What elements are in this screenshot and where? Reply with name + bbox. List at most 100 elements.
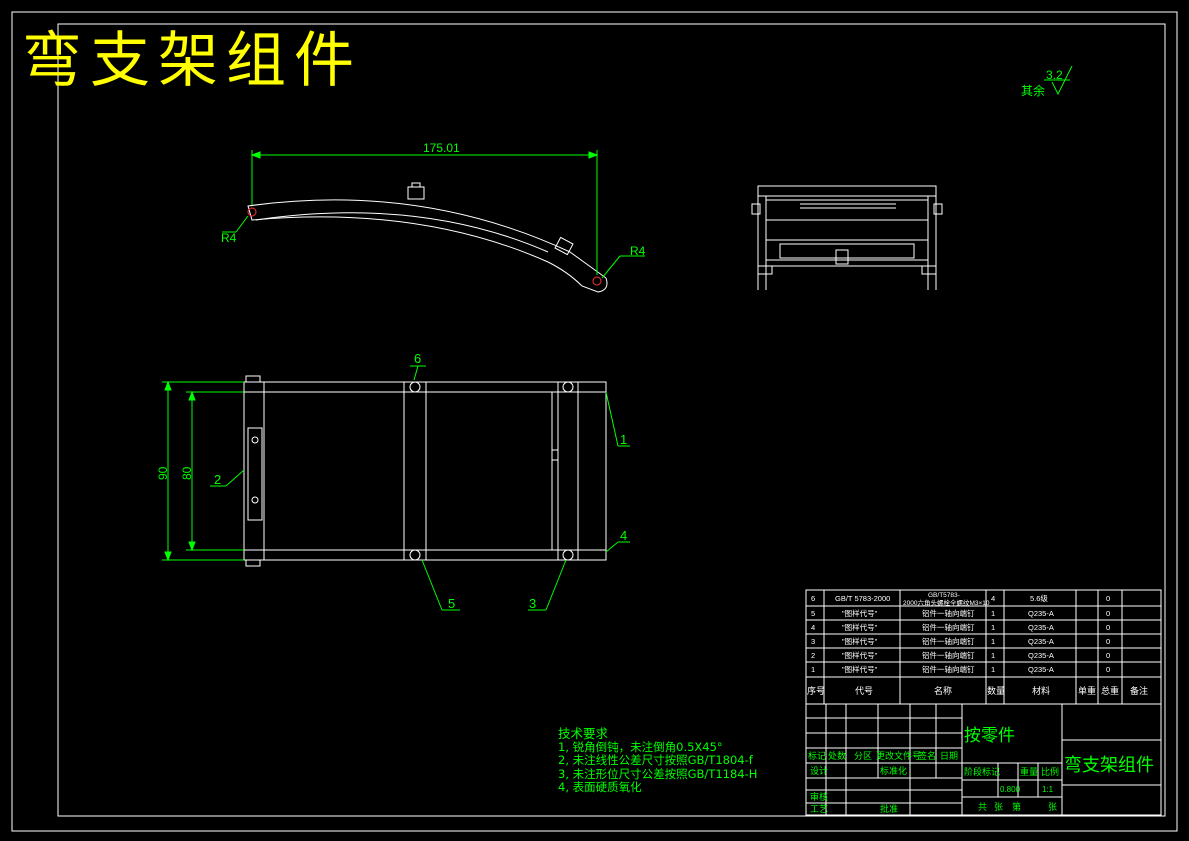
tb-design: 设计 (810, 765, 828, 776)
plan-view (243, 375, 607, 567)
bom-header: 序号 代号 名称 数量 材料 单重 总重 备注 (807, 685, 1148, 696)
drawing-title: 弯支架组件 (22, 26, 362, 96)
tb-signature: 签名 (918, 750, 936, 761)
side-view (751, 185, 943, 290)
bom-header-unit-weight: 单重 (1078, 685, 1096, 696)
tb-approve: 批准 (880, 803, 898, 814)
center-mark-left (247, 207, 257, 217)
surface-roughness-value: 3.2 (1046, 68, 1063, 82)
tb-weight-value: 0.800 (1000, 785, 1021, 794)
bom-row-material: Q235-A (1028, 651, 1054, 660)
balloon-2: 2 (214, 472, 221, 487)
radius-left-label: R4 (221, 231, 237, 245)
height-dimensions (162, 380, 244, 562)
bom-rows: 6 GB/T 5783-2000 GB/T5783- 2000六角头螺栓全螺纹M… (811, 592, 1110, 674)
bom-row-no: 3 (811, 637, 815, 646)
tech-item-3: 3, 未注形位尺寸公差按照GB/T1184-H (558, 766, 758, 781)
bom-row-qty: 1 (991, 637, 995, 646)
bom-row-qty: 4 (991, 594, 995, 603)
balloon-3: 3 (529, 596, 536, 611)
bom-row-qty: 1 (991, 651, 995, 660)
height-outer-label: 90 (156, 466, 170, 480)
inner-border (57, 23, 1166, 817)
bom-row-material: Q235-A (1028, 637, 1054, 646)
bom-row-code: "图样代号" (842, 664, 878, 674)
curved-arm-view (247, 182, 608, 293)
bom-row-name: 铝件一轴向端钉 (922, 650, 975, 660)
tb-change-doc: 更改文件号 (876, 750, 921, 761)
bom-row-weight: 0 (1106, 637, 1110, 646)
balloon-1: 1 (620, 432, 627, 447)
bom-row-weight: 0 (1106, 609, 1110, 618)
tb-scale: 比例 (1041, 766, 1059, 777)
bom-row-name: GB/T5783- (928, 592, 960, 599)
bom-header-material: 材料 (1032, 685, 1050, 696)
bom-row-weight: 0 (1106, 665, 1110, 674)
tech-item-2: 2, 未注线性公差尺寸按照GB/T1804-f (558, 753, 753, 767)
center-mark-right (592, 276, 602, 286)
bom-row-no: 2 (811, 651, 815, 660)
bom-row-name: 铝件一轴向端钉 (922, 636, 975, 646)
bom-row-code: "图样代号" (842, 636, 878, 646)
surface-roughness (1044, 65, 1073, 96)
plan-view-holes (251, 381, 574, 561)
tb-zone: 分区 (854, 751, 872, 761)
tech-item-4: 4, 表面硬质氧化 (558, 780, 642, 794)
bom-row-material: Q235-A (1028, 623, 1054, 632)
tech-requirements: 技术要求 1, 锐角倒钝，未注倒角0.5X45° 2, 未注线性公差尺寸按照GB… (558, 727, 757, 795)
tech-item-1: 1, 锐角倒钝，未注倒角0.5X45° (558, 739, 723, 754)
outer-border (11, 11, 1178, 832)
bom-row-name: 铝件一轴向端钉 (922, 622, 975, 632)
bom-table-grid (805, 589, 1162, 705)
tb-weight: 重量 (1020, 766, 1038, 777)
tb-part-type: 按零件 (964, 726, 1015, 745)
balloon-5: 5 (448, 596, 455, 611)
tb-date: 日期 (940, 751, 958, 761)
bom-row-qty: 1 (991, 623, 995, 632)
bom-row-name: 铝件一轴向端钉 (922, 664, 975, 674)
bom-row-code: "图样代号" (842, 608, 878, 618)
title-block-labels: 标记 处数 分区 更改文件号 签名 日期 设计 标准化 审核 工艺 批准 阶段标… (808, 750, 1059, 814)
bom-row-no: 4 (811, 623, 815, 632)
balloon-6: 6 (414, 351, 421, 366)
bom-row-no: 6 (811, 594, 815, 603)
tb-process: 工艺 (810, 804, 828, 814)
bom-row-weight: 0 (1106, 594, 1110, 603)
bom-row-code: GB/T 5783-2000 (835, 594, 890, 603)
tb-mark: 标记 (808, 750, 826, 761)
bom-row-name: 2000六角头螺栓全螺纹M3×10 (903, 598, 990, 607)
tb-stage-mark: 阶段标记 (964, 766, 1000, 777)
surface-roughness-note: 其余 (1021, 83, 1045, 98)
tb-review: 审核 (810, 791, 828, 802)
bom-header-total-weight: 总重 (1101, 685, 1119, 696)
bom-row-no: 5 (811, 609, 815, 618)
bom-header-name: 名称 (934, 685, 952, 696)
bom-header-code: 代号 (855, 686, 873, 696)
bom-row-qty: 1 (991, 609, 995, 618)
bom-row-name: 铝件一轴向端钉 (922, 608, 975, 618)
arc-length-dimension (222, 150, 645, 279)
balloon-4: 4 (620, 528, 627, 543)
tb-count: 处数 (828, 750, 846, 761)
bom-header-qty: 数量 (987, 685, 1005, 696)
bom-row-weight: 0 (1106, 651, 1110, 660)
bom-row-code: "图样代号" (842, 650, 878, 660)
arc-length-label: 175.01 (423, 141, 460, 155)
tb-scale-value: 1:1 (1042, 785, 1054, 794)
tech-heading: 技术要求 (558, 726, 609, 741)
bom-header-note: 备注 (1130, 685, 1148, 696)
bom-row-material: Q235-A (1028, 609, 1054, 618)
bom-row-material: 5.6级 (1030, 593, 1048, 603)
tb-drawing-name: 弯支架组件 (1064, 755, 1154, 775)
bom-row-qty: 1 (991, 665, 995, 674)
bom-header-no: 序号 (807, 685, 825, 696)
bom-row-no: 1 (811, 665, 815, 674)
tb-sheet-of: 张 (994, 802, 1003, 812)
tb-standardize: 标准化 (880, 765, 907, 776)
title-block-grid (805, 703, 1162, 816)
bom-row-material: Q235-A (1028, 665, 1054, 674)
bom-row-weight: 0 (1106, 623, 1110, 632)
balloon-leaders (210, 365, 630, 611)
height-inner-label: 80 (180, 466, 194, 480)
